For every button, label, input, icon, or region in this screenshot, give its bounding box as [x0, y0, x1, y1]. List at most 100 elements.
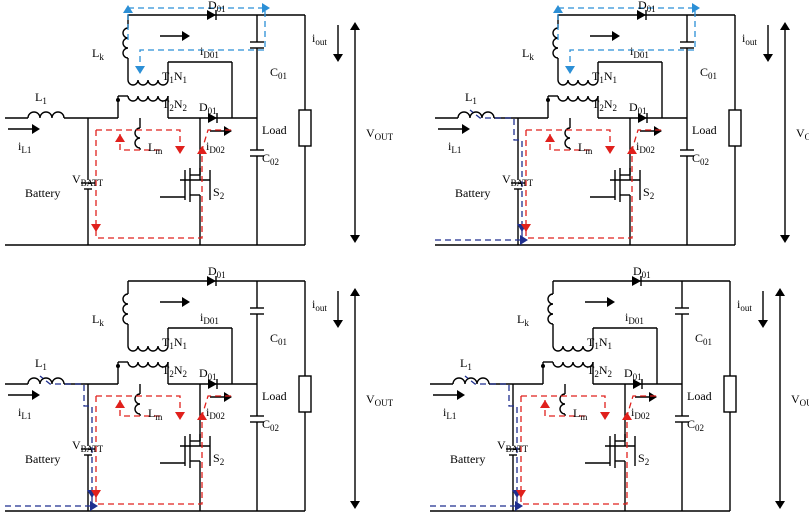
inductor-lm [134, 127, 141, 149]
label-lm: Lm [578, 140, 592, 156]
id01-arrowhead [182, 297, 190, 307]
red-arrowhead [91, 490, 101, 498]
label-load: Load [692, 123, 717, 137]
subscript: out [315, 303, 327, 313]
label-iout: iout [312, 31, 327, 47]
blue-arrowhead [553, 5, 563, 13]
subscript: OUT [805, 132, 809, 142]
label-lm: Lm [148, 140, 162, 156]
subscript: k [99, 52, 104, 62]
subscript: L1 [21, 145, 31, 155]
red-arrowhead [91, 224, 101, 232]
subscript: 01 [633, 372, 642, 382]
label-d01: D01 [208, 0, 226, 14]
vout-arrowhead-bottom [350, 501, 360, 509]
label-c02: C02 [692, 151, 709, 167]
subscript: 01 [217, 270, 226, 280]
label-battery: Battery [455, 186, 490, 200]
subscript: 1 [467, 362, 472, 372]
label-vout: VOUT [366, 392, 394, 408]
red-arrowhead [521, 224, 531, 232]
label-c01: C01 [270, 65, 287, 81]
subscript: OUT [375, 132, 394, 142]
subscript: 01 [642, 270, 651, 280]
load-resistor [728, 109, 742, 147]
label-il1: iL1 [448, 139, 461, 155]
label-lk: Lk [92, 312, 104, 328]
label-d01: D01 [633, 264, 651, 280]
subscript: 01 [647, 4, 656, 14]
polarity-dot [546, 98, 550, 102]
label-battery: Battery [25, 186, 60, 200]
subscript: 01 [278, 337, 287, 347]
label-id02: iD02 [636, 139, 655, 155]
inductor-lk [122, 27, 129, 59]
label-d01: D01 [638, 0, 656, 14]
label-vout: VOUT [791, 392, 809, 408]
subscript: 2 [183, 369, 188, 379]
input-current-path [430, 375, 518, 507]
label-lm: Lm [148, 406, 162, 422]
red-arrowhead [545, 134, 555, 142]
label-id01: iD01 [630, 44, 649, 60]
label-c02: C02 [262, 417, 279, 433]
inductor-l1 [27, 111, 65, 119]
label-c01: C01 [270, 331, 287, 347]
id01-arrowhead [182, 31, 190, 41]
red-arrowhead [600, 412, 610, 420]
vout-arrowhead-bottom [350, 235, 360, 243]
subscript: 2 [599, 103, 604, 113]
subscript: D01 [633, 50, 649, 60]
red-arrowhead [540, 400, 550, 408]
subscript: L1 [446, 411, 456, 421]
subscript: m [155, 412, 162, 422]
subscript: 1 [613, 75, 618, 85]
subscript: D02 [639, 145, 655, 155]
label-c02: C02 [687, 417, 704, 433]
label-t1n1: T1N1 [162, 69, 187, 85]
subscript: 1 [169, 75, 174, 85]
subscript: 2 [183, 103, 188, 113]
label-id02: iD02 [631, 405, 650, 421]
label-t2n2: T2N2 [162, 363, 187, 379]
red-current-path [521, 395, 606, 416]
red-current-path [96, 129, 181, 150]
winding-t1n1 [552, 345, 594, 352]
iout-arrowhead [333, 320, 343, 328]
iout-arrowhead [758, 320, 768, 328]
label-part: N [599, 363, 608, 377]
subscript: 1 [472, 96, 477, 106]
il1-arrowhead [32, 124, 40, 134]
red-arrowhead [115, 134, 125, 142]
winding-t2n2 [127, 95, 169, 102]
subscript: 2 [220, 191, 225, 201]
blue-arrowhead [123, 5, 133, 13]
label-il1: iL1 [443, 405, 456, 421]
subscript: 2 [594, 369, 599, 379]
label-l1: L1 [465, 90, 477, 106]
label-part: N [174, 363, 183, 377]
label-lk: Lk [92, 46, 104, 62]
subscript: 2 [613, 103, 618, 113]
label-id01: iD01 [200, 44, 219, 60]
subscript: 02 [700, 157, 709, 167]
blue-arrowhead [565, 66, 575, 74]
subscript: 01 [208, 106, 217, 116]
subscript: 01 [217, 4, 226, 14]
label-id02: iD02 [206, 139, 225, 155]
subscript: m [155, 146, 162, 156]
label-d02: D01 [624, 366, 642, 382]
winding-t2n2 [557, 95, 599, 102]
blue-current-path [558, 7, 696, 70]
load-resistor [298, 375, 312, 413]
label-lk: Lk [522, 46, 534, 62]
inductor-lk [122, 293, 129, 325]
label-vout: VOUT [366, 126, 394, 142]
winding-t1n1 [127, 345, 169, 352]
red-arrowhead [622, 412, 632, 420]
label-c01: C01 [695, 331, 712, 347]
subscript: k [99, 318, 104, 328]
